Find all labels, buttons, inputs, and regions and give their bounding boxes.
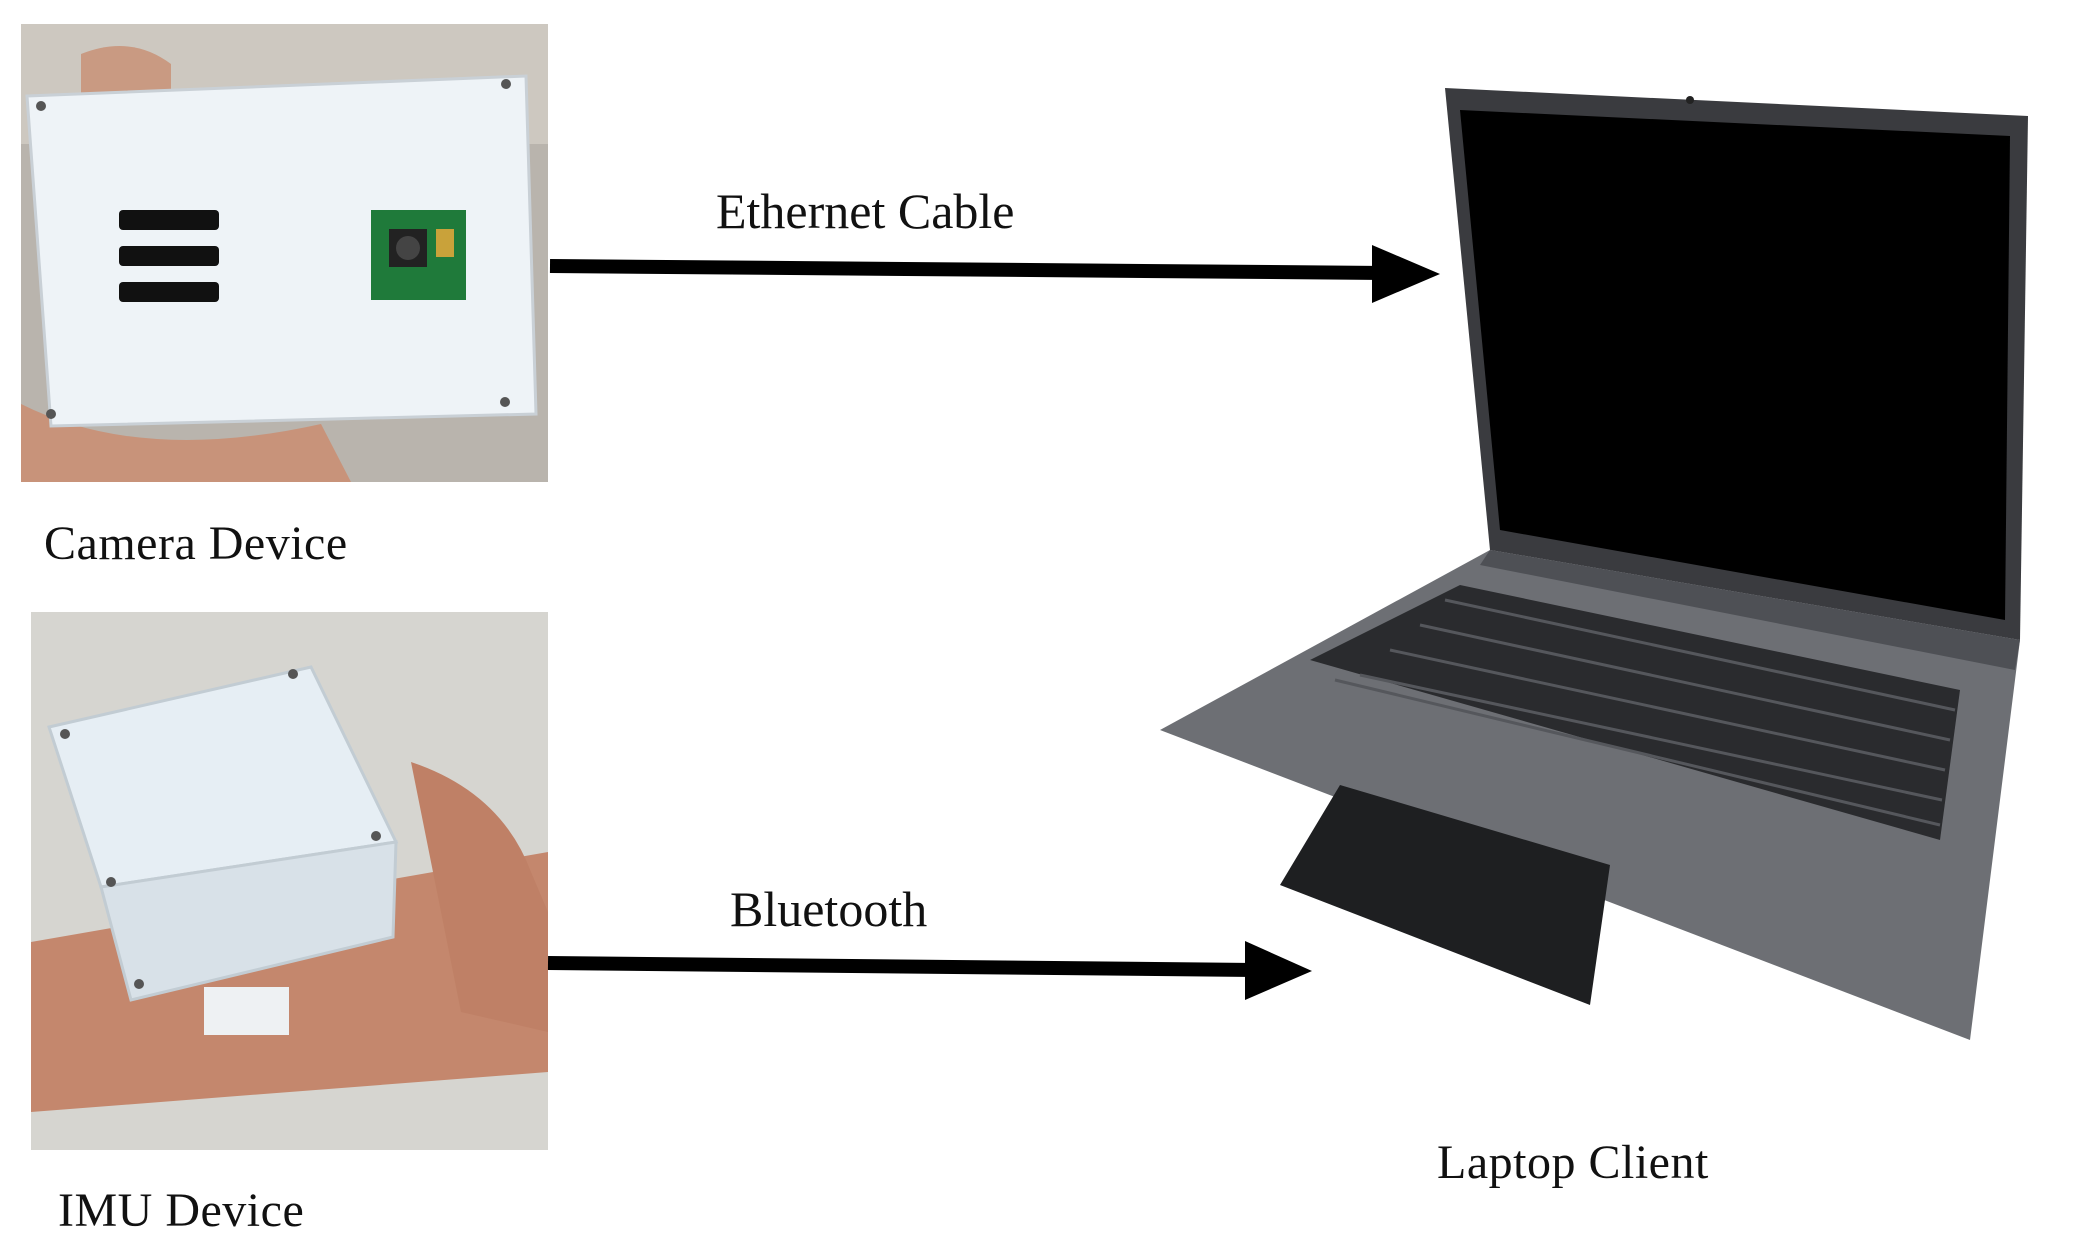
laptop-client-caption: Laptop Client [1437,1135,1709,1190]
camera-device-photo [21,24,548,482]
imu-device-caption: IMU Device [58,1183,304,1238]
imu-device-photo [31,612,548,1150]
camera-device-caption: Camera Device [44,516,348,571]
ethernet-cable-label: Ethernet Cable [716,182,1015,240]
bluetooth-label: Bluetooth [730,880,927,938]
laptop-client-image [1160,80,2070,1080]
